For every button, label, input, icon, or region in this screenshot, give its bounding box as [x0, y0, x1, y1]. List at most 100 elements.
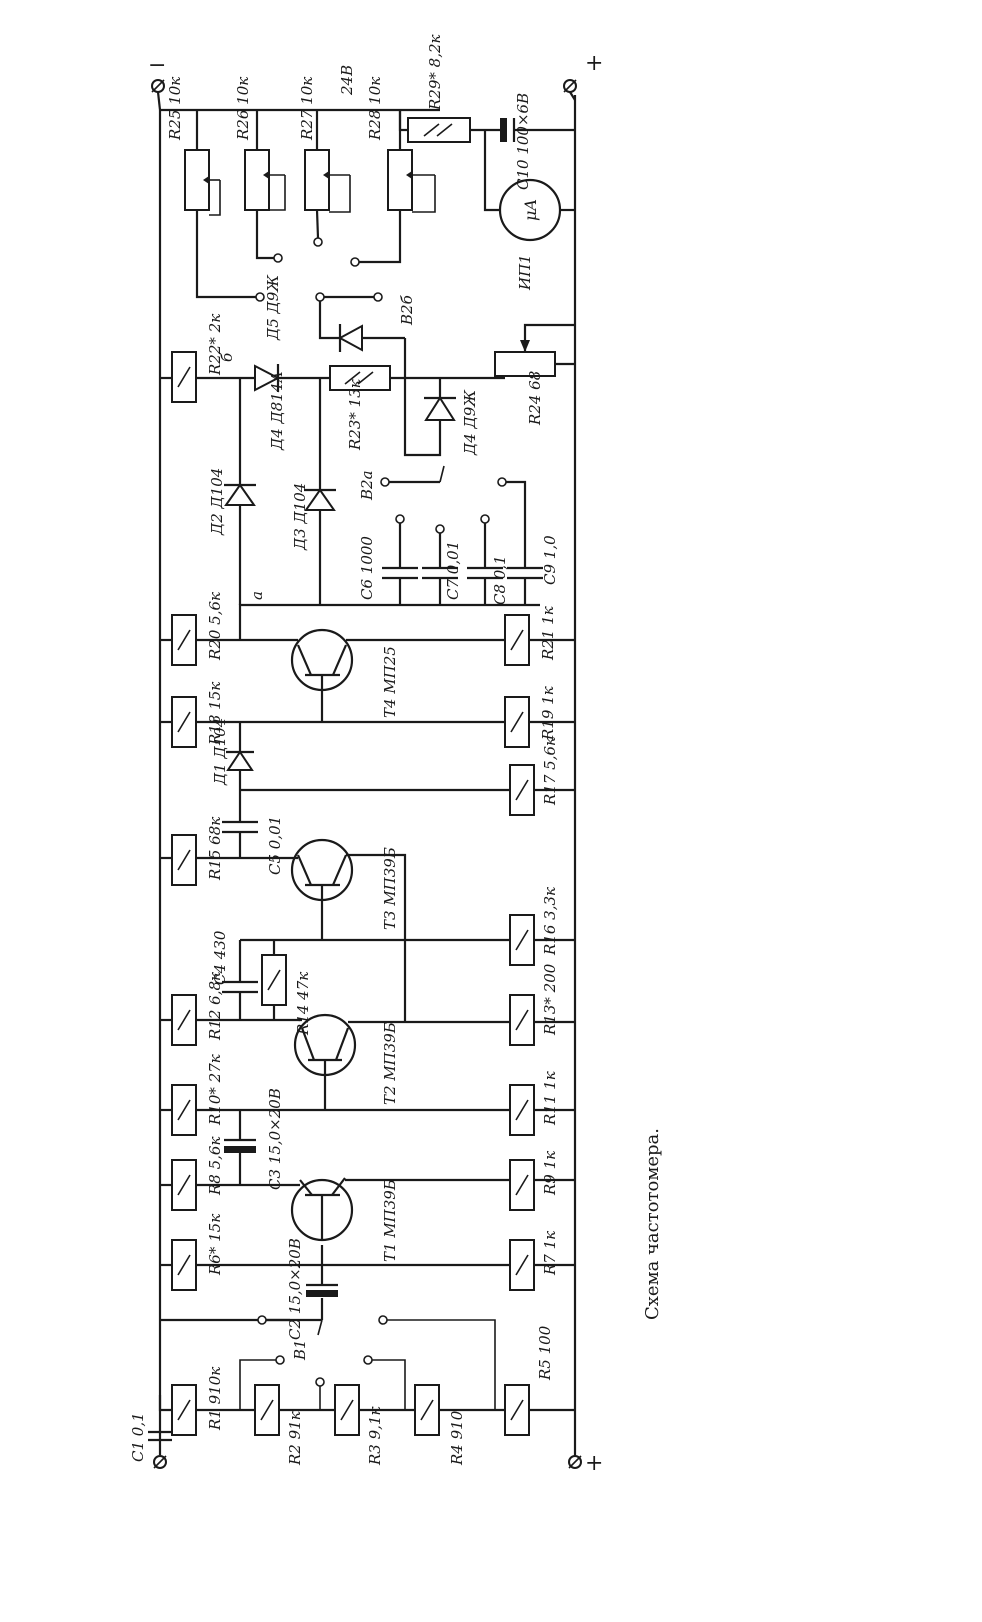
- label-t4: T4 МП25: [381, 646, 399, 718]
- capacitor-c10: [500, 118, 575, 142]
- resistor-r9: [509, 1159, 535, 1211]
- resistor-r14: [261, 940, 287, 1020]
- label-r12: R12 6,8к: [206, 972, 224, 1041]
- label-t1: T1 МП39Б: [381, 1179, 399, 1262]
- label-c8: C8 0,1: [491, 555, 509, 605]
- resistor-r16: [509, 914, 535, 966]
- capacitor-c6: [382, 514, 418, 605]
- resistor-r13: [509, 994, 535, 1046]
- svg-text:+: +: [585, 1451, 603, 1476]
- resistor-r6: [171, 1239, 197, 1291]
- label-b2a: B2a: [358, 470, 376, 501]
- resistor-r15: [171, 834, 197, 886]
- label-r1: R1 910к: [206, 1367, 224, 1431]
- label-d5: Д5 Д9Ж: [264, 274, 282, 341]
- label-b2b: B2б: [398, 294, 416, 326]
- capacitor-c5: [222, 790, 258, 858]
- label-d3: Д3 Д104: [291, 483, 309, 551]
- resistor-r5: [504, 1384, 530, 1436]
- switch-b1: [239, 1315, 496, 1410]
- label-r17: R17 5,6к: [541, 737, 559, 806]
- transistor-t4: [290, 628, 354, 722]
- minus-terminal: −: [148, 53, 166, 111]
- label-r20: R20 5,6к: [206, 592, 224, 661]
- switch-b2a: [380, 465, 445, 487]
- label-c7: C7 0,01: [444, 541, 462, 600]
- label-r24: R24 68: [526, 371, 544, 426]
- component-labels: C1 0,1 R1 910к R2 91к R3 9,1к R4 910 R5 …: [129, 34, 559, 1466]
- resistor-r19: [504, 696, 530, 748]
- resistor-r8: [171, 1159, 197, 1211]
- label-r27: R27 10к: [298, 77, 316, 141]
- label-b1: B1: [291, 1339, 309, 1361]
- label-r10: R10* 27к: [206, 1054, 224, 1126]
- label-c1: C1 0,1: [129, 1412, 147, 1462]
- label-r8: R8 5,6к: [206, 1137, 224, 1196]
- label-r21: R21 1к: [539, 606, 557, 661]
- label-r4: R4 910: [448, 1410, 466, 1466]
- capacitor-c7: [422, 524, 458, 605]
- resistor-r10: [171, 1084, 197, 1136]
- diode-d2: [224, 378, 256, 605]
- diode-d3: [304, 378, 336, 605]
- capacitor-c3: [224, 1110, 256, 1185]
- label-d2: Д2 Д104: [208, 468, 226, 536]
- label-c5: C5 0,01: [266, 816, 284, 875]
- capacitor-c4: [222, 940, 258, 1020]
- label-node-b: б: [218, 352, 236, 362]
- label-r6: R6* 15к: [206, 1214, 224, 1276]
- transistor-t2: [293, 1013, 357, 1110]
- capacitor-c2: [306, 1245, 338, 1320]
- label-r19: R19 1к: [539, 686, 557, 741]
- diode-d4-zener: [254, 364, 330, 392]
- common-terminal: +: [568, 1450, 603, 1476]
- capacitor-c9: [497, 477, 543, 605]
- label-node-a: a: [248, 591, 266, 600]
- potentiometer-r27: [304, 110, 351, 239]
- label-c6: C6 1000: [358, 536, 376, 600]
- resistor-r3: [334, 1384, 360, 1436]
- transistor-t1: [290, 1177, 354, 1242]
- input-terminal: [153, 1455, 167, 1469]
- potentiometer-r25: [184, 110, 221, 216]
- resistor-r1: [171, 1384, 197, 1436]
- label-ip1: ИП1: [516, 254, 534, 291]
- label-r7: R7 1к: [541, 1231, 559, 1276]
- resistor-r21: [504, 614, 530, 666]
- transistor-t3: [290, 838, 354, 940]
- resistor-r23: [329, 365, 391, 391]
- label-c10: C10 100×6В: [514, 93, 532, 190]
- resistor-r2: [254, 1384, 280, 1436]
- label-c4: C4 430: [211, 930, 229, 985]
- minus-label: −: [148, 53, 166, 78]
- label-r26: R26 10к: [234, 77, 252, 141]
- resistor-r18: [171, 696, 197, 748]
- label-r18: R18 15к: [206, 682, 224, 746]
- plus-label: +: [585, 51, 603, 76]
- label-r25: R25 10к: [166, 77, 184, 141]
- resistor-r7: [509, 1239, 535, 1291]
- diode-d1: [226, 722, 254, 790]
- label-r13: R13* 200: [541, 963, 559, 1036]
- resistor-r24: [494, 323, 575, 377]
- potentiometer-r26: [244, 110, 286, 260]
- capacitor-c1: [148, 1430, 172, 1442]
- plus-terminal: +: [563, 51, 603, 101]
- resistor-r17: [509, 764, 535, 816]
- label-r16: R16 3,3к: [541, 887, 559, 956]
- label-r9: R9 1к: [541, 1151, 559, 1196]
- label-t2: T2 МП39Б: [381, 1022, 399, 1105]
- resistor-r4: [414, 1384, 440, 1436]
- resistor-r29: [407, 117, 471, 143]
- figure-caption: Схема частотомера.: [642, 1128, 663, 1320]
- label-supply-voltage: 24В: [338, 65, 356, 96]
- label-t3: T3 МП39Б: [381, 847, 399, 930]
- label-r22: R22* 2к: [206, 314, 224, 376]
- label-r5: R5 100: [536, 1325, 554, 1381]
- label-r23: R23* 13к: [346, 379, 364, 451]
- label-c2: C2 15,0×20В: [286, 1238, 304, 1340]
- resistor-r22: [171, 351, 197, 403]
- resistor-r12: [171, 994, 197, 1046]
- label-r14: R14 47к: [294, 972, 312, 1036]
